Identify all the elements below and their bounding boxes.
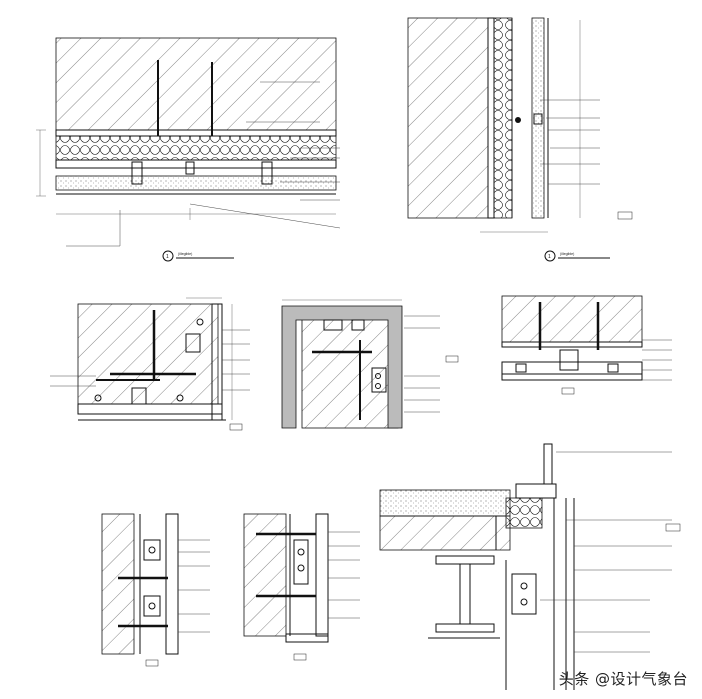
detail-view-1: 1 (illegible) [36, 37, 341, 262]
detail-view-4 [281, 299, 459, 429]
detail-view-7 [243, 513, 360, 661]
detail-view-8 [379, 443, 681, 690]
detail-view-6 [101, 513, 210, 667]
detail-view-5 [501, 295, 672, 395]
view-1-caption: (illegible) [178, 252, 192, 256]
watermark: 头条 @设计气象台 [558, 670, 688, 688]
view-2-marker-number: 1 [548, 254, 551, 260]
view-1-marker-number: 1 [166, 254, 169, 260]
view-1-marker [162, 250, 174, 262]
detail-view-2: 1 (illegible) [407, 17, 633, 262]
detail-view-3 [50, 297, 250, 431]
view-2-caption: (illegible) [560, 252, 574, 256]
view-2-marker [544, 250, 556, 262]
